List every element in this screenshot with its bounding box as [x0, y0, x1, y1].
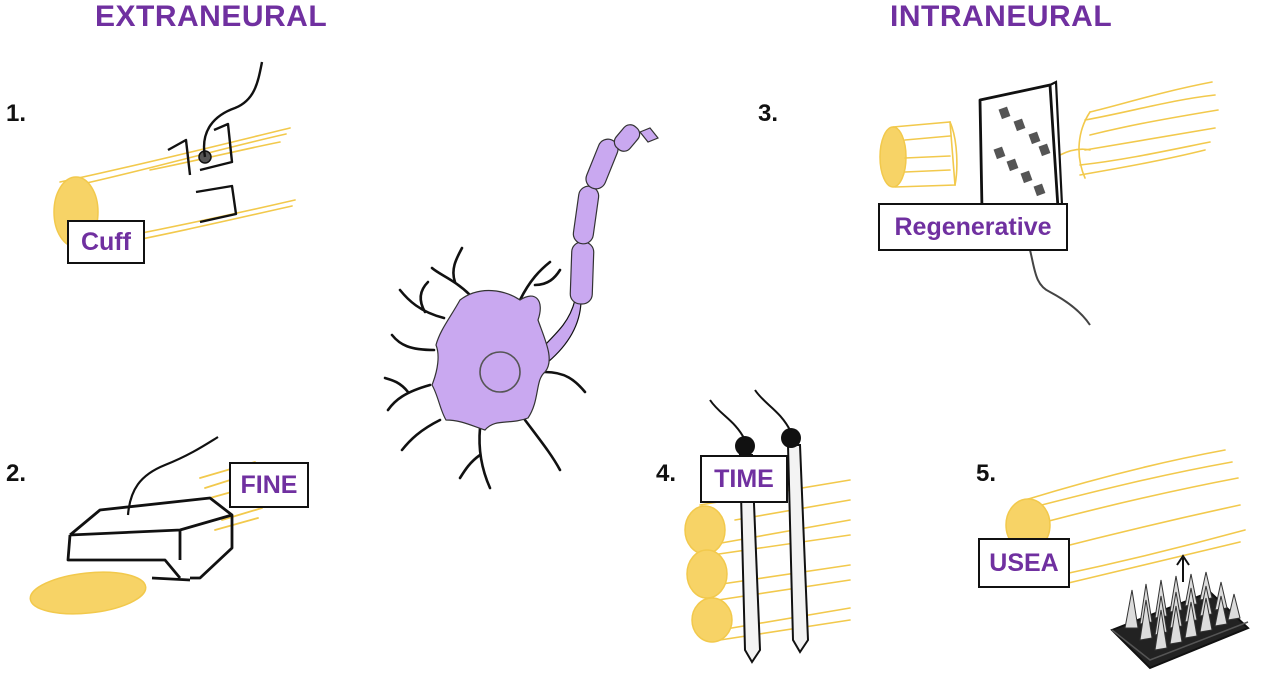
fine-label: FINE: [229, 462, 309, 508]
electrode-number-1: 1.: [6, 100, 27, 127]
nerve-fascicle-lines: [699, 479, 851, 641]
axon-segments: [569, 124, 641, 305]
extraneural-heading: EXTRANEURAL: [95, 0, 328, 33]
nerve-cross-section: [29, 571, 147, 615]
usea-label: USEA: [978, 538, 1070, 588]
time-label: TIME: [700, 455, 788, 503]
usea-electrode-drawing: [1005, 449, 1250, 670]
cuff-label: Cuff: [67, 220, 145, 264]
proximal-nerve-lines: [892, 121, 958, 188]
axon-terminal: [639, 127, 659, 143]
fine-lead-wire: [126, 436, 219, 516]
fine-flat-clamp: [66, 496, 234, 582]
regenerated-nerve-lines: [1059, 81, 1219, 179]
fascicle-cross-section: [686, 549, 728, 599]
cuff-lead-wire: [202, 61, 264, 158]
nucleus: [479, 351, 521, 393]
electrode-number-2: 2.: [6, 460, 27, 487]
time-shanks: [738, 444, 810, 664]
fine-electrode-drawing: [29, 436, 263, 615]
cuff-band: [167, 122, 238, 224]
intraneural-heading: INTRANEURAL: [890, 0, 1113, 33]
dendrites: [383, 246, 587, 490]
time-contact: [735, 436, 755, 456]
electrode-number-5: 5.: [976, 460, 997, 487]
usea-array: [1110, 571, 1250, 670]
regenerative-lead-wire: [1029, 249, 1091, 326]
fascicle-cross-section: [691, 597, 733, 643]
time-lead-wire: [754, 389, 792, 433]
sieve-plate: [978, 80, 1064, 212]
proximal-nerve-stump: [879, 126, 907, 188]
sieve-holes: [993, 106, 1051, 197]
time-electrode-drawing: [684, 389, 851, 664]
nerve-usea: [1024, 449, 1246, 586]
regenerative-label: Regenerative: [878, 203, 1068, 251]
usea-arrow: [1176, 554, 1190, 582]
electrode-number-4: 4.: [656, 460, 677, 487]
time-lead-wire: [709, 399, 746, 441]
fascicle-cross-section: [684, 505, 726, 555]
time-contact: [781, 428, 801, 448]
neuron-drawing: [383, 124, 659, 490]
electrode-number-3: 3.: [758, 100, 779, 127]
regenerative-electrode-drawing: [879, 80, 1219, 326]
